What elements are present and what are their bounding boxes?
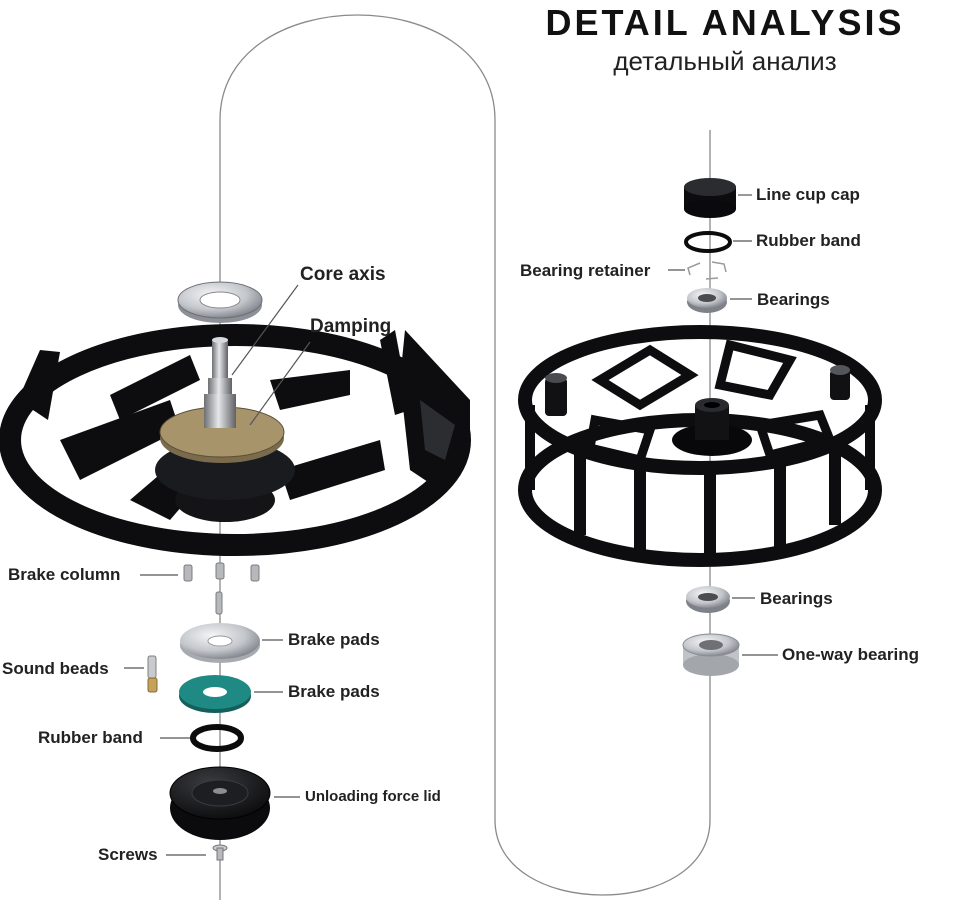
page-title: DETAIL ANALYSIS (545, 2, 905, 43)
bearings-bottom-label: Bearings (760, 589, 833, 608)
unloading-force-lid (169, 766, 271, 840)
screw (212, 844, 228, 861)
brake-columns (183, 562, 260, 615)
sound-beads-label: Sound beads (2, 659, 109, 678)
core-axis-shaft (204, 337, 236, 428)
rubber-band-right (684, 231, 732, 253)
unloading-force-lid-label: Unloading force lid (305, 788, 441, 805)
one-way-bearing (682, 633, 740, 676)
damping-leader (249, 341, 311, 426)
bearing-bottom (686, 586, 730, 613)
brake-pad-metal (180, 623, 260, 663)
brake-pads-2-label: Brake pads (288, 682, 380, 701)
right-reel-spool (518, 325, 882, 567)
damping-label: Damping (310, 316, 392, 337)
bearing-top (687, 288, 727, 313)
core-axis-leader (231, 284, 299, 376)
bearings-top-label: Bearings (757, 290, 830, 309)
page-subtitle: детальный анализ (613, 46, 837, 76)
bearing-retainer-label: Bearing retainer (520, 261, 651, 280)
left-reel-frame (0, 324, 471, 556)
rubber-band-right-label: Rubber band (756, 231, 861, 250)
core-axis-label: Core axis (300, 264, 386, 285)
bearing-retainer (687, 261, 727, 280)
brake-pads-1-label: Brake pads (288, 630, 380, 649)
rubber-band-left (190, 724, 244, 752)
sound-beads (147, 655, 158, 693)
screws-label: Screws (98, 845, 158, 864)
connector-loop-line (219, 14, 711, 900)
line-cup-cap (684, 178, 736, 218)
line-cup-cap-label: Line cup cap (756, 185, 860, 204)
brake-pad-teal (179, 675, 251, 713)
one-way-bearing-label: One-way bearing (782, 645, 919, 664)
core-axis-washer (177, 281, 263, 323)
brake-column-label: Brake column (8, 565, 121, 584)
rubber-band-left-label: Rubber band (38, 728, 143, 747)
